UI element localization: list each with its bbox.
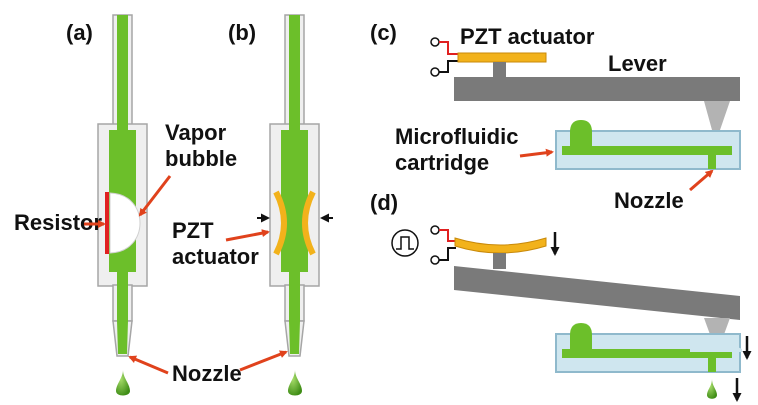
terminal-circle-icon (430, 67, 440, 77)
panel-d-label: (d) (370, 190, 398, 215)
pzt-c-label: PZT actuator (460, 24, 595, 49)
post-d (493, 253, 506, 269)
pzt-actuator-c (457, 52, 547, 63)
lever-label: Lever (608, 51, 667, 76)
resistor (105, 192, 109, 254)
droplet-icon (288, 370, 302, 396)
deflected-membrane-d (690, 342, 742, 352)
cartridge-arrow (519, 148, 554, 158)
nozzle-ab-label: Nozzle (172, 361, 242, 386)
vapor-bubble (109, 192, 141, 254)
panel-b-piezo-head: (b) PZT actuator Nozzle (128, 14, 333, 396)
reservoir-c (570, 120, 592, 146)
terminal-circle-icon (430, 225, 440, 235)
channel-d (562, 349, 732, 358)
microfluidic-label: Microfluidic (395, 124, 518, 149)
channel-c (562, 146, 732, 155)
post-c (493, 62, 506, 78)
fluid-b (281, 15, 308, 354)
nozzle-d (708, 358, 716, 372)
vapor-label: Vapor (165, 120, 227, 145)
nozzle-c (708, 155, 716, 169)
pulse-waveform (396, 236, 414, 250)
pzt-b-arrow (225, 229, 270, 242)
lever-c (454, 77, 740, 101)
vapor-bubble-arrow (138, 175, 172, 217)
nozzle-c-arrow (689, 169, 714, 192)
nozzle-b-arrow (239, 350, 288, 372)
cartridge-label: cartridge (395, 150, 489, 175)
pzt-b-label-line2: actuator (172, 244, 259, 269)
pzt-actuator-d (454, 237, 547, 254)
panel-a-thermal-head: (a) Vapor bubble Resistor (14, 14, 237, 396)
terminal-circle-icon (430, 255, 440, 265)
pzt-left-b (273, 190, 287, 256)
droplet-icon (707, 379, 717, 399)
wire-top-c (439, 41, 458, 55)
reservoir-d (570, 323, 592, 349)
fluid-a (109, 15, 136, 354)
pzt-b-label-line1: PZT (172, 218, 214, 243)
lever-d (454, 266, 740, 320)
nozzle-c-label: Nozzle (614, 188, 684, 213)
terminal-circle-icon (430, 37, 440, 47)
wire-bottom-d (439, 247, 456, 261)
wire-top-d (439, 229, 456, 242)
panel-a-label: (a) (66, 20, 93, 45)
droplet-icon (116, 370, 130, 396)
lever-tip-c (704, 101, 730, 130)
panel-c-lever-actuator: (c) PZT actuator Lever Microfluidic cart… (370, 20, 741, 213)
pulse-signal-icon (391, 229, 419, 257)
nozzle-a-arrow (128, 355, 169, 375)
wire-bottom-c (439, 60, 458, 73)
panel-d-lever-actuated: (d) (370, 190, 752, 402)
panel-c-label: (c) (370, 20, 397, 45)
bubble-label: bubble (165, 146, 237, 171)
panel-b-label: (b) (228, 20, 256, 45)
pzt-right-b (302, 190, 316, 256)
